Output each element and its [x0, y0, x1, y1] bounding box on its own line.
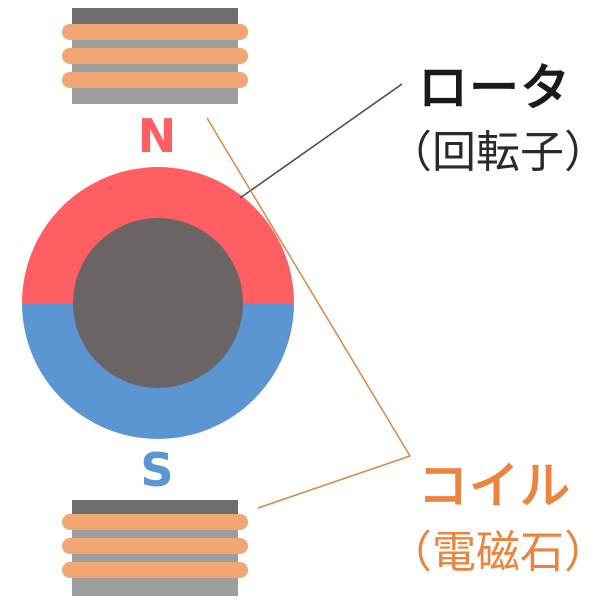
rotor-subtitle: （回転子）: [388, 127, 608, 178]
bottom-coil: [62, 500, 248, 596]
bottom-coil-winding: [62, 562, 248, 578]
bottom-coil-winding: [62, 538, 248, 554]
rotor: [22, 167, 294, 439]
top-coil-core-face: [72, 8, 238, 26]
top-coil: [62, 8, 248, 104]
coil-leader-line-top: [206, 117, 411, 457]
coil-leader-line-bottom: [257, 455, 411, 509]
bottom-coil-core-face: [72, 500, 238, 518]
south-pole-label: S: [140, 443, 173, 497]
north-pole-label: N: [138, 109, 177, 163]
rotor-shaft: [73, 218, 243, 388]
top-coil-winding: [62, 72, 248, 88]
coil-subtitle: （電磁石）: [388, 527, 608, 578]
top-coil-winding: [62, 48, 248, 64]
rotor-title: ロータ: [418, 59, 571, 117]
top-coil-winding: [62, 24, 248, 40]
coil-title: コイル: [418, 457, 571, 515]
bottom-coil-winding: [62, 514, 248, 530]
rotor-leader-line: [239, 83, 403, 199]
